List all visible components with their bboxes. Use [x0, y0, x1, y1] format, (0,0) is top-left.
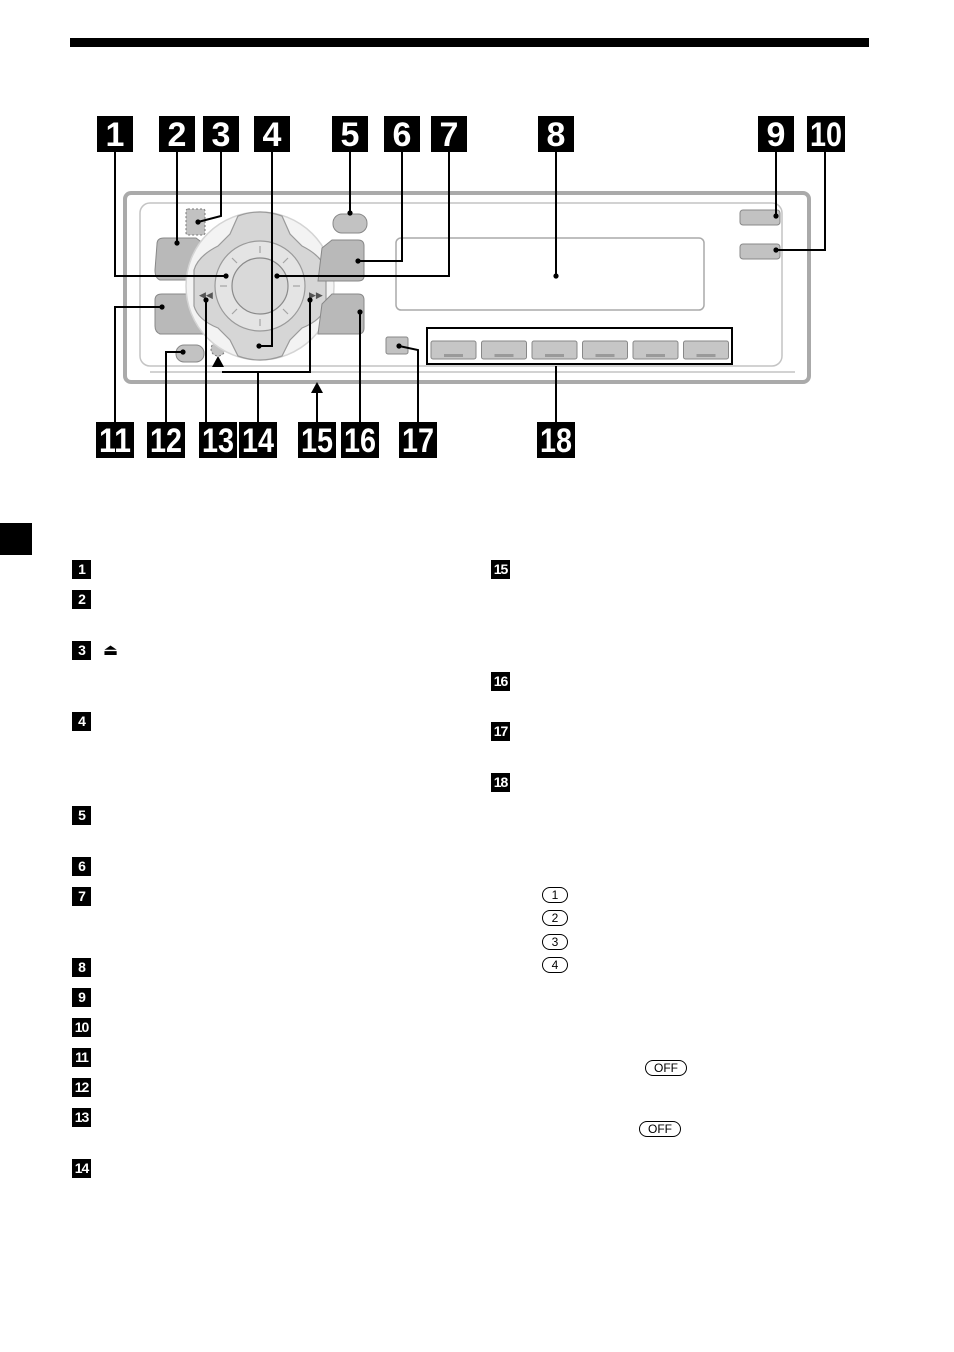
svg-text:11: 11: [99, 422, 131, 460]
legend-item-10: 10: [72, 1018, 91, 1037]
legend-item-1: 1: [72, 560, 91, 579]
callout-17: 17: [399, 422, 437, 460]
callout-3: 3: [203, 116, 239, 154]
preset-indicator: [494, 354, 514, 357]
preset-indicator: [545, 354, 564, 357]
svg-text:8: 8: [547, 116, 566, 154]
eject-icon: ⏏: [103, 642, 119, 659]
off-key-badge: OFF: [639, 1121, 681, 1137]
car-stereo-front-panel-diagram: ◀◀ ▶▶: [96, 116, 845, 460]
preset-indicator: [444, 354, 463, 357]
legend-item-3: 3: [72, 641, 91, 660]
off-key-badge: OFF: [645, 1060, 687, 1076]
svg-text:3: 3: [212, 116, 231, 154]
svg-text:18: 18: [540, 422, 572, 460]
arrow-up-icon: [311, 382, 323, 393]
callout-1: 1: [97, 116, 133, 154]
preset-button-5[interactable]: [632, 340, 679, 360]
legend-item-13: 13: [72, 1108, 91, 1127]
right-top-button[interactable]: [739, 209, 781, 226]
callout-18: 18: [537, 422, 575, 460]
preset-button-4[interactable]: [582, 340, 628, 360]
preset-button-6[interactable]: [683, 340, 729, 360]
callout-10: 10: [807, 116, 845, 154]
preset-indicator: [646, 354, 665, 357]
callout-12: 12: [147, 422, 185, 460]
callout-8: 8: [538, 116, 574, 154]
circled-number-4: 4: [542, 957, 568, 973]
section-tab: [0, 523, 32, 555]
callout-16: 16: [341, 422, 379, 460]
preset-button-2[interactable]: [481, 340, 527, 360]
callout-7: 7: [431, 116, 467, 154]
top-rule: [70, 38, 869, 47]
preset-button-3[interactable]: [531, 340, 578, 360]
legend-item-11: 11: [72, 1048, 91, 1067]
callout-4: 4: [254, 116, 290, 154]
mode-button[interactable]: [332, 213, 368, 234]
callout-6: 6: [384, 116, 420, 154]
preset-indicator: [696, 354, 716, 357]
callout-11: 11: [96, 422, 134, 460]
callout-2: 2: [159, 116, 195, 154]
circled-number-2: 2: [542, 910, 568, 926]
callout-14: 14: [239, 422, 277, 460]
svg-text:4: 4: [263, 116, 282, 154]
svg-text:10: 10: [810, 116, 842, 154]
callout-15: 15: [298, 422, 336, 460]
svg-text:9: 9: [767, 116, 786, 154]
legend-item-7: 7: [72, 887, 91, 906]
legend-item-14: 14: [72, 1159, 91, 1178]
circled-number-1: 1: [542, 887, 568, 903]
legend-item-5: 5: [72, 806, 91, 825]
svg-text:17: 17: [402, 422, 434, 460]
svg-text:12: 12: [150, 422, 182, 460]
callout-5: 5: [332, 116, 368, 154]
svg-text:15: 15: [301, 422, 333, 460]
legend-item-12: 12: [72, 1078, 91, 1097]
svg-text:13: 13: [202, 422, 234, 460]
svg-text:1: 1: [106, 116, 125, 154]
svg-text:7: 7: [440, 116, 459, 154]
svg-text:14: 14: [242, 422, 274, 460]
legend-item-16: 16: [491, 672, 510, 691]
callout-9: 9: [758, 116, 794, 154]
jog-dial[interactable]: ◀◀ ▶▶: [185, 211, 335, 361]
preset-buttons: [426, 327, 733, 365]
preset-indicator: [595, 354, 615, 357]
legend-item-6: 6: [72, 857, 91, 876]
leader-lines: [114, 152, 826, 422]
arrow-up-icon: [212, 356, 224, 367]
display-window: [395, 237, 705, 311]
seek-forward-icon: ▶▶: [309, 291, 323, 301]
legend-item-2: 2: [72, 590, 91, 609]
svg-text:5: 5: [341, 116, 360, 154]
legend-item-9: 9: [72, 988, 91, 1007]
preset-button-1[interactable]: [430, 340, 477, 360]
off-button[interactable]: [175, 344, 205, 363]
legend-item-15: 15: [491, 560, 510, 579]
callout-13: 13: [199, 422, 237, 460]
legend-item-18: 18: [491, 773, 510, 792]
legend-item-4: 4: [72, 712, 91, 731]
legend-item-8: 8: [72, 958, 91, 977]
right-second-button[interactable]: [739, 243, 781, 260]
circled-number-3: 3: [542, 934, 568, 950]
seek-back-icon: ◀◀: [199, 291, 213, 301]
svg-text:6: 6: [393, 116, 412, 154]
svg-text:2: 2: [168, 116, 187, 154]
leader-dots: [159, 210, 779, 355]
legend-item-17: 17: [491, 722, 510, 741]
svg-text:16: 16: [344, 422, 376, 460]
